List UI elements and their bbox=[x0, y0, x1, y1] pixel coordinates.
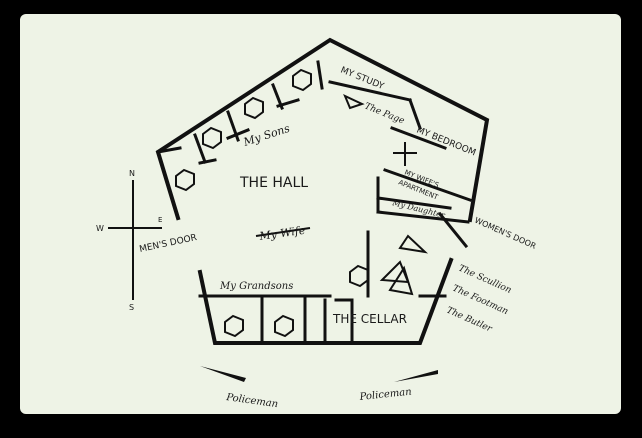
room-label-cellar: THE CELLAR bbox=[332, 312, 407, 326]
policemen: Policeman Policeman bbox=[200, 366, 438, 410]
policeman-left-mark bbox=[200, 366, 246, 382]
compass-n: N bbox=[129, 169, 135, 178]
compass-s: S bbox=[129, 303, 134, 312]
label-butler: The Butler bbox=[445, 306, 494, 335]
room-label-bedroom: MY BEDROOM bbox=[415, 126, 477, 159]
hexagon-icon bbox=[224, 314, 244, 338]
label-policeman-right: Policeman bbox=[358, 387, 412, 403]
compass-w: W bbox=[96, 224, 104, 233]
label-wife: My Wife bbox=[258, 224, 307, 244]
hexagon-icon bbox=[244, 96, 264, 120]
compass-e: E bbox=[158, 216, 162, 224]
outer-walls bbox=[155, 37, 490, 345]
label-mens-door: MEN'S DOOR bbox=[139, 233, 198, 255]
hexagon-icon bbox=[175, 168, 195, 192]
interior-walls bbox=[156, 60, 472, 345]
hexagon-icon bbox=[349, 264, 369, 288]
label-womens-door: WOMEN'S DOOR bbox=[473, 216, 538, 251]
hexagon-markers bbox=[175, 68, 369, 338]
label-grandsons: My Grandsons bbox=[219, 281, 293, 292]
furniture-marks bbox=[255, 93, 429, 296]
hexagon-icon bbox=[202, 126, 222, 150]
hexagon-icon bbox=[274, 314, 294, 338]
triangle-icon bbox=[388, 265, 414, 296]
policeman-right-mark bbox=[394, 370, 438, 382]
triangle-icon bbox=[398, 234, 429, 254]
triangle-icon bbox=[343, 93, 365, 110]
triangle-icon bbox=[379, 260, 410, 284]
room-label-hall: THE HALL bbox=[239, 175, 308, 191]
label-page: The Page bbox=[363, 102, 406, 127]
label-policeman-left: Policeman bbox=[225, 392, 279, 410]
label-sons: My Sons bbox=[241, 122, 292, 150]
compass-rose: N S W E bbox=[96, 169, 162, 312]
hexagon-icon bbox=[292, 68, 312, 92]
